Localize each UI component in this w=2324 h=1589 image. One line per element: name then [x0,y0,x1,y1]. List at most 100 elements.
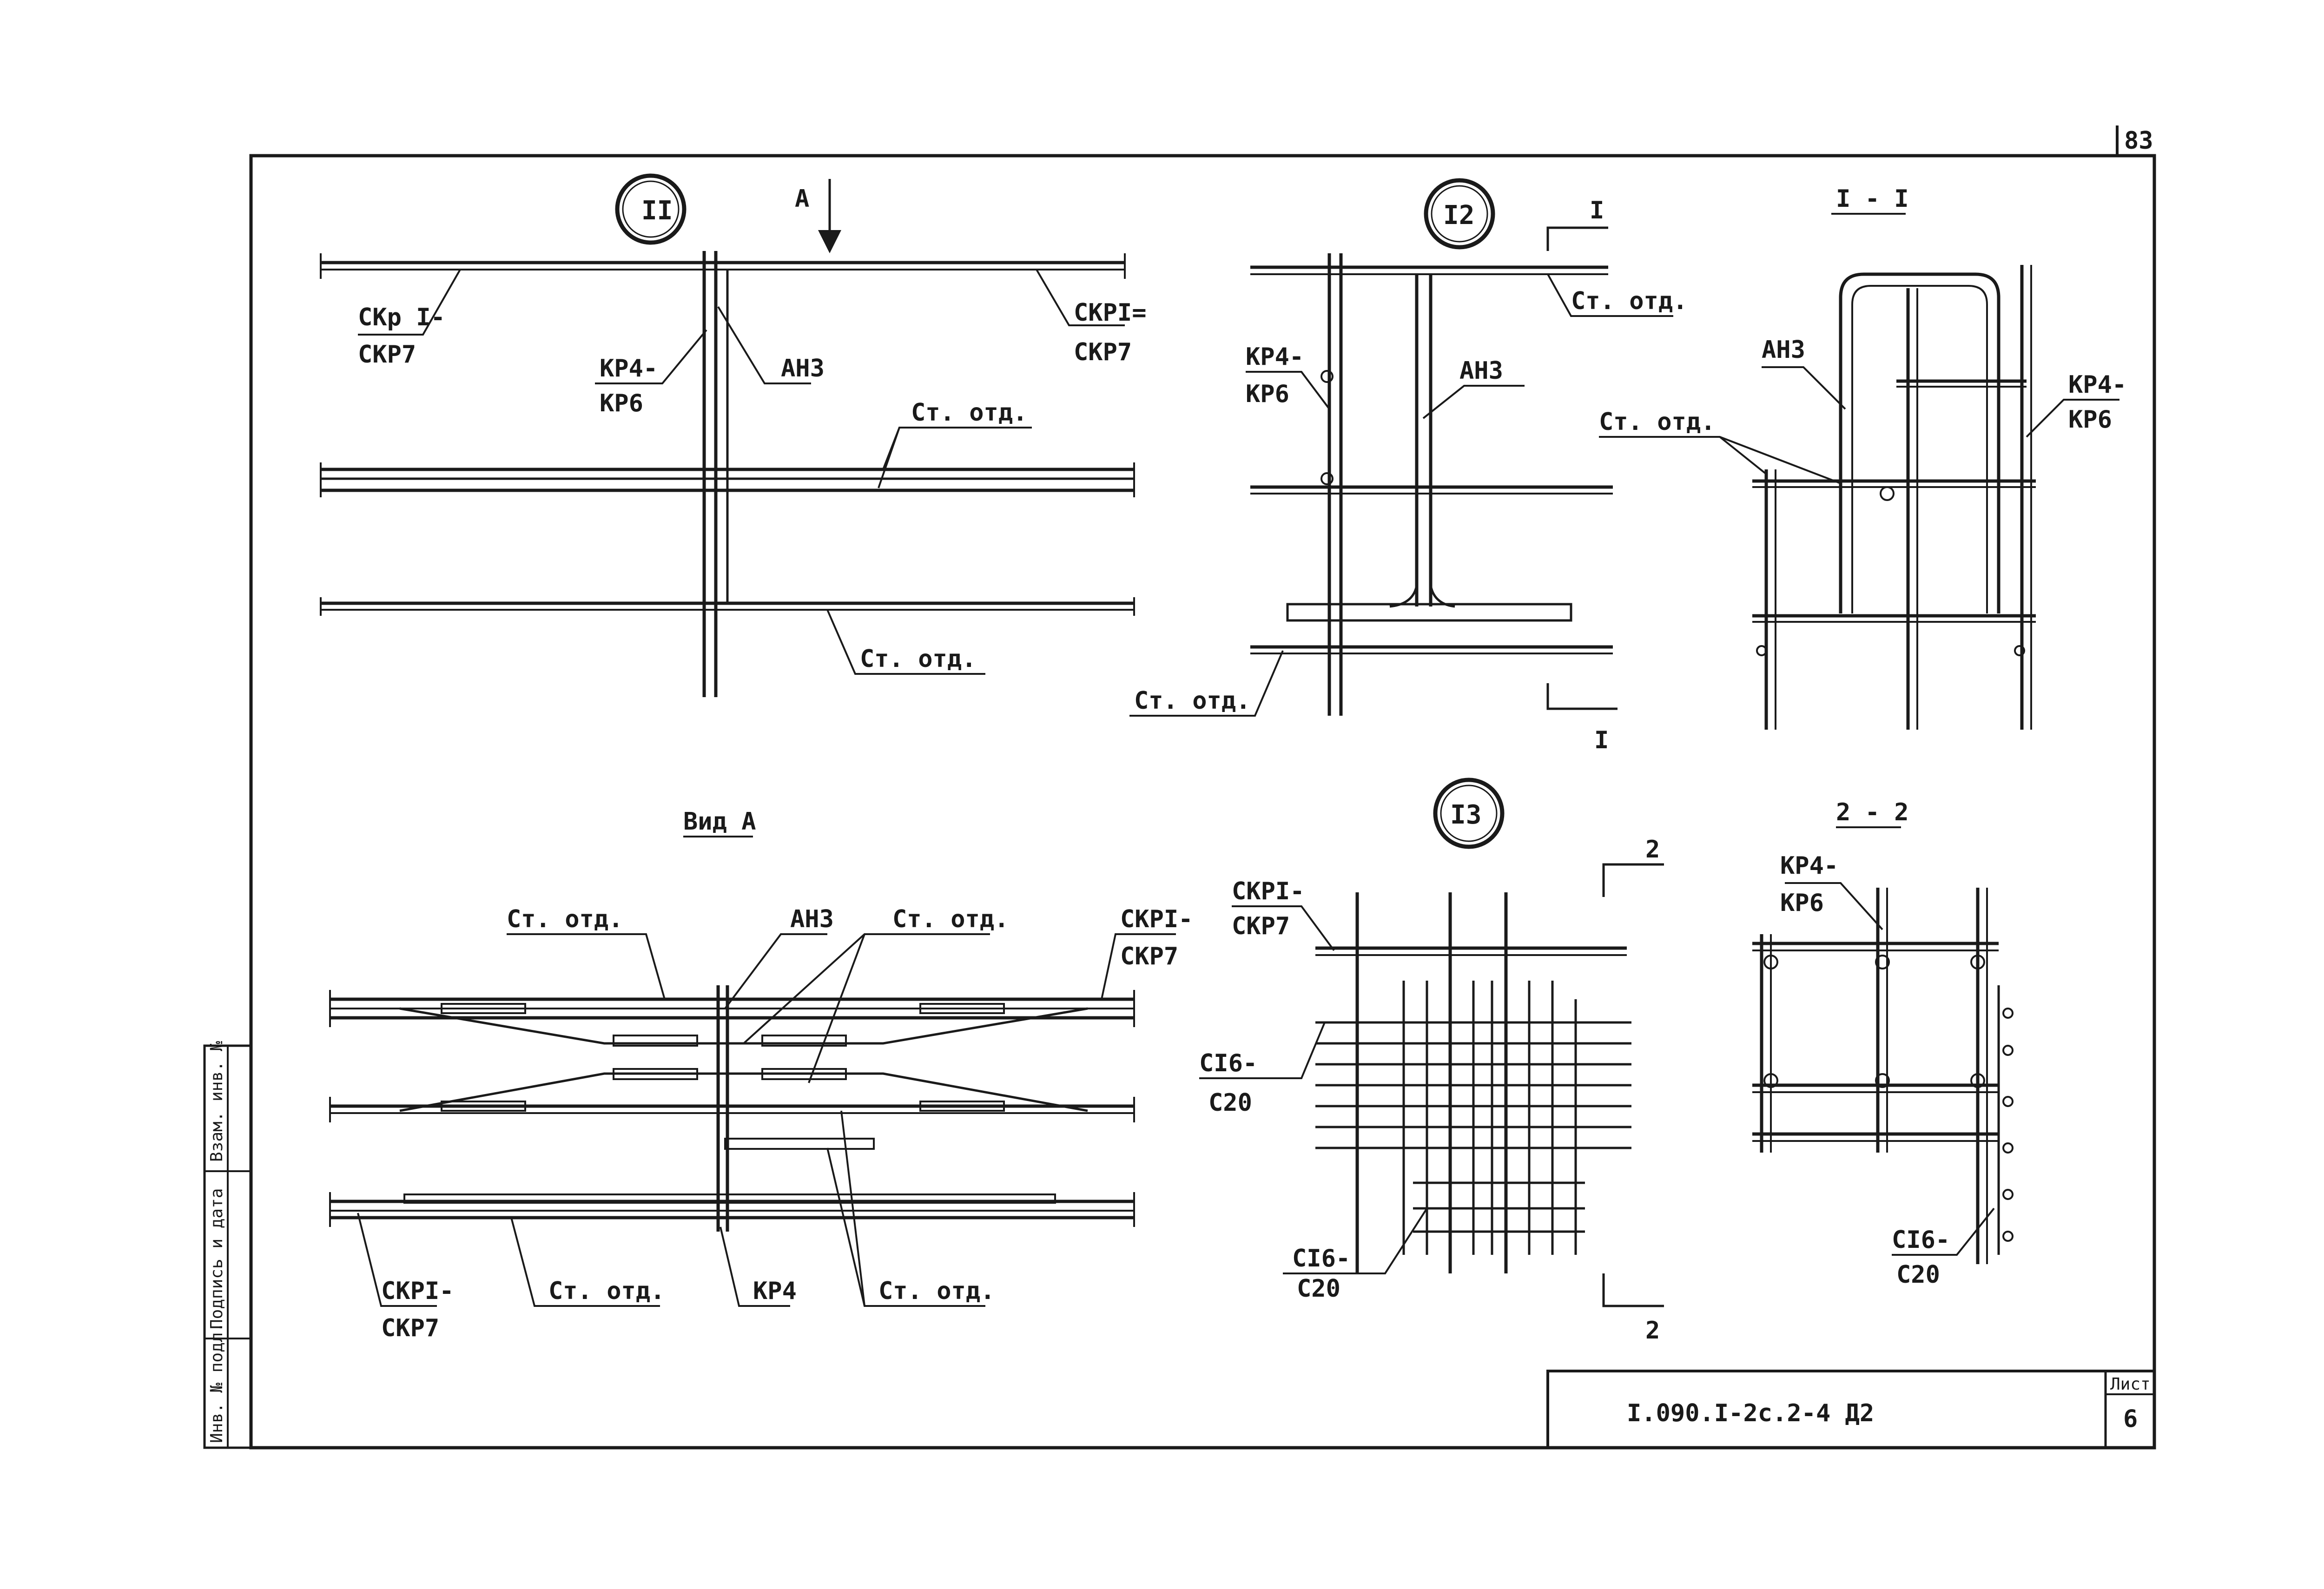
sec1-leader-kp [2026,399,2119,438]
n12-leader-st-top [1547,274,1673,317]
va-plate-2 [761,1035,847,1047]
va-label-st-b2: Ст. отд. [878,1277,995,1305]
sec2-mark-top [1602,863,1664,897]
callout-13-circle-inner [1440,785,1498,842]
callout-13-label: I3 [1450,800,1481,830]
va-leader-st-tc-2 [808,934,865,1083]
va-plate-1 [613,1035,698,1047]
callout-12-label: I2 [1443,200,1474,231]
s2-dot-c4 [2002,1142,2014,1154]
va-leader-kp4 [720,1226,790,1307]
sec1-label-kp-bot: КР6 [2068,406,2112,434]
va-plate-10 [919,1101,1005,1112]
n11-label-ah3: АН3 [781,355,825,382]
va-label-st-b1: Ст. отд. [548,1277,665,1305]
n12-label-ah3: АН3 [1459,357,1503,385]
section-1-drawing [1599,213,2119,730]
va-label-ckr-r-bot: СКР7 [1120,943,1178,970]
sec1-dot-1 [1880,486,1895,501]
va-label-ckr-l-bot: СКР7 [381,1314,439,1342]
sheet-number: 6 [2123,1405,2138,1433]
vid-a-title: Вид А [683,808,756,836]
va-label-kp4: КР4 [753,1277,797,1305]
s2-label-c16-top: СI6- [1892,1226,1950,1254]
n12-leader-st-bot [1129,650,1284,717]
callout-11-circle-inner [622,180,680,238]
s2-dot-c5 [2002,1189,2014,1200]
view-a-drawing [329,836,1176,1307]
sec1-leader-st [1599,436,1767,475]
s2-leader-c16 [1892,1207,1995,1256]
n12-leader-ah3 [1422,385,1525,419]
va-leader-ckr-l [357,1213,437,1307]
n12-leader-kp [1246,371,1330,410]
section-2-drawing [1752,826,2014,1264]
n13-leader-c16b [1283,1207,1428,1274]
n13-label-c16a-top: СI6- [1199,1049,1257,1077]
n11-label-ckr-right-bot: СКР7 [1074,338,1132,366]
sec1-mark-bottom [1546,683,1618,710]
va-plate-6 [403,1193,1056,1204]
n11-label-st-2: Ст. отд. [860,645,976,673]
s2-dot-6 [1970,1073,1985,1088]
n11-label-ckr-left-top: СКр I- [358,303,445,331]
s2-label-kp-top: КР4- [1780,852,1838,880]
side-stamp-vzam-inv: Взам. инв. № [207,1041,226,1162]
callout-12-circle [1424,178,1495,250]
side-stamp-sign-date: Подпись и дата [207,1188,226,1329]
sec1-label-st: Ст. отд. [1599,408,1715,436]
n13-leader-ckr [1232,905,1335,951]
va-label-ckr-r-top: СКРI- [1120,905,1193,933]
s2-dot-3 [1970,955,1985,969]
sheet-code: I.090.I-2c.2-4 Д2 [1627,1399,1874,1427]
sec1-stirrup-inner [1851,285,1988,613]
sec1-label-ah3: АН3 [1762,336,1805,364]
callout-11-label: II [641,196,673,226]
title-block [1546,1370,2156,1449]
sec1-mark-top [1546,226,1608,251]
s2-dot-4 [1763,1073,1778,1088]
n11-label-ckr-left-bot: СКР7 [358,341,416,369]
sec1-dot-2 [1756,645,1767,656]
n11-leader-kp [595,329,707,384]
sec1-label-kp-top: КР4- [2068,371,2126,399]
va-plate-3 [613,1068,698,1080]
node-11-drawing [320,173,1135,697]
va-label-ah3: АН3 [790,905,834,933]
n11-leader-st-2 [826,609,985,675]
sec2-title: 2 - 2 [1836,798,1909,826]
n11-leader-ah3 [717,306,811,384]
s2-dot-c2 [2002,1045,2014,1056]
n11-label-st-1: Ст. отд. [911,399,1027,427]
sec1-mark-top-label: I [1590,197,1604,224]
va-plate-8 [919,1003,1005,1014]
n12-ah3-bend [1389,585,1455,608]
sec2-mark-bottom-label: 2 [1645,1317,1660,1345]
n11-label-kp-top: КР4- [600,355,658,382]
va-plate-5 [724,1138,875,1150]
n11-leader-st-1b [882,427,900,470]
va-leader-st-tl [507,933,666,1000]
sec1-leader-st-2 [1719,436,1841,484]
view-a-arrow-label: A [795,185,809,213]
n13-label-c16b-bot: С20 [1297,1275,1340,1303]
n12-label-kp-bot: КР6 [1246,380,1289,408]
n12-label-st-top: Ст. отд. [1571,287,1687,315]
va-leader-st-tc-1 [743,933,990,1044]
side-stamp-inv-no: Инв. № подл. [207,1322,226,1443]
s2-dot-2 [1875,955,1890,969]
s2-leader-kp [1785,882,1883,930]
s2-label-kp-bot: КР6 [1780,889,1824,917]
sec1-leader-ah3 [1762,366,1846,410]
s2-dot-c6 [2002,1231,2014,1242]
n12-bar-dot-2 [1320,472,1334,485]
sec2-mark-top-label: 2 [1645,836,1660,864]
va-leader-ah3 [724,933,827,1009]
n13-label-ckr-top: СКРI- [1232,877,1305,905]
n12-label-kp-top: КР4- [1246,343,1304,371]
va-plate-4 [761,1068,847,1080]
node-12-drawing [1129,178,1673,717]
sec1-dot-3 [2014,645,2025,656]
n12-label-st-bot: Ст. отд. [1134,687,1250,715]
